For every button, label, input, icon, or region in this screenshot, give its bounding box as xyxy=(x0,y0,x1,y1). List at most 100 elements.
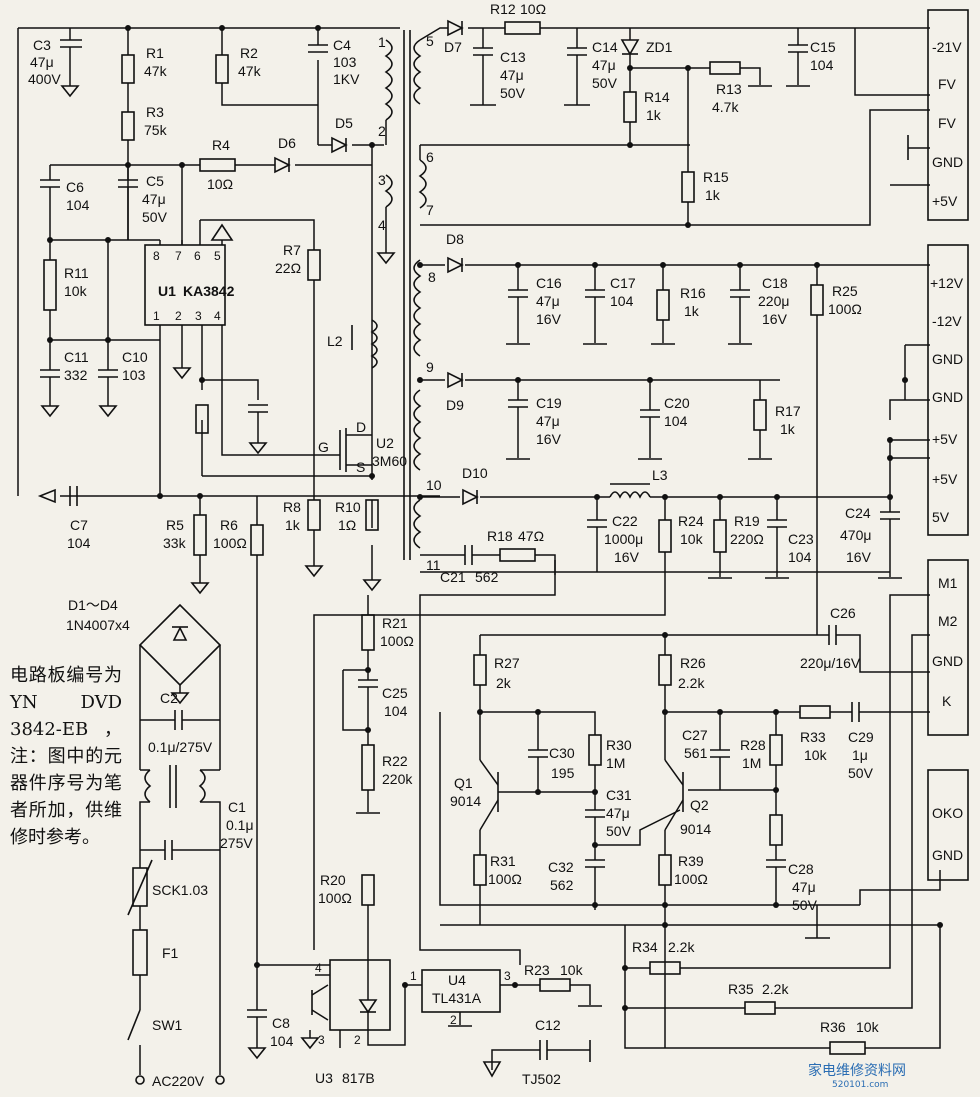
r19-ref: R19 xyxy=(734,513,760,529)
r26-val: 2.2k xyxy=(678,675,705,691)
bridge-ref: D1～D4 xyxy=(68,597,118,613)
c29-val2: 50V xyxy=(848,765,874,781)
c8-val: 104 xyxy=(270,1033,294,1049)
c31-val2: 50V xyxy=(606,823,632,839)
u1-part: KA3842 xyxy=(183,283,235,299)
u1-pin5: 5 xyxy=(214,249,221,263)
r20-val: 100Ω xyxy=(318,890,352,906)
c27-val: 561 xyxy=(684,745,708,761)
conn-mid-6: 5V xyxy=(932,509,950,525)
r35-ref: R35 xyxy=(728,981,754,997)
c2-val: 0.1μ/275V xyxy=(148,739,213,755)
q1-ref: Q1 xyxy=(454,775,473,791)
r25-ref: R25 xyxy=(832,283,858,299)
c29-ref: C29 xyxy=(848,729,874,745)
t-pin4: 4 xyxy=(378,217,386,233)
conn-bottom-0: OKO xyxy=(932,805,963,821)
r25-val: 100Ω xyxy=(828,301,862,317)
conn-top-0: -21V xyxy=(932,39,962,55)
c8-ref: C8 xyxy=(272,1015,290,1031)
c4-val1: 103 xyxy=(333,54,357,70)
c29-val1: 1μ xyxy=(852,747,868,763)
c2-ref: C2 xyxy=(160,690,178,706)
conn-right-0: M1 xyxy=(938,575,958,591)
c4-val2: 1KV xyxy=(333,71,360,87)
conn-right-3: K xyxy=(942,693,952,709)
r22-ref: R22 xyxy=(382,753,408,769)
c16-val1: 47μ xyxy=(536,293,560,309)
conn-top-3: GND xyxy=(932,154,963,170)
conn-mid-3: GND xyxy=(932,389,963,405)
c7-ref: C7 xyxy=(70,517,88,533)
d7-label: D7 xyxy=(444,39,462,55)
u1-ref: U1 xyxy=(158,283,176,299)
r15-ref: R15 xyxy=(703,169,729,185)
r11-ref: R11 xyxy=(64,265,89,281)
c10-val: 103 xyxy=(122,367,146,383)
c32-ref: C32 xyxy=(548,859,574,875)
c11-val: 332 xyxy=(64,367,88,383)
u2-g: G xyxy=(318,439,329,455)
r14-ref: R14 xyxy=(644,89,670,105)
c21-ref: C21 xyxy=(440,569,466,585)
conn-mid-1: -12V xyxy=(932,313,962,329)
c26-ref: C26 xyxy=(830,605,856,621)
c20-ref: C20 xyxy=(664,395,690,411)
r3-ref: R3 xyxy=(146,104,164,120)
r1-val: 47k xyxy=(144,63,168,79)
conn-right-1: M2 xyxy=(938,613,958,629)
c14-val2: 50V xyxy=(592,75,618,91)
c19-ref: C19 xyxy=(536,395,562,411)
r31-val: 100Ω xyxy=(488,871,522,887)
c30-val: 195 xyxy=(551,765,575,781)
c23-ref: C23 xyxy=(788,531,814,547)
c1-val2: 275V xyxy=(220,835,253,851)
u3-part: 817B xyxy=(342,1070,375,1086)
r8-ref: R8 xyxy=(283,499,301,515)
r27-val: 2k xyxy=(496,675,512,691)
c22-val2: 16V xyxy=(614,549,640,565)
u3-pin4: 4 xyxy=(315,961,322,975)
d6-label: D6 xyxy=(278,135,296,151)
c10-ref: C10 xyxy=(122,349,148,365)
conn-right-2: GND xyxy=(932,653,963,669)
conn-top-1: FV xyxy=(938,76,957,92)
r14-val: 1k xyxy=(646,107,662,123)
c21-val: 562 xyxy=(475,569,499,585)
r7-ref: R7 xyxy=(283,242,301,258)
u4-pin2: 2 xyxy=(450,1013,457,1027)
u1-pin8: 8 xyxy=(153,249,160,263)
r8-val: 1k xyxy=(285,517,301,533)
r12-val: 10Ω xyxy=(520,1,546,17)
r5-val: 33k xyxy=(163,535,187,551)
r36-val: 10k xyxy=(856,1019,880,1035)
t-pin11: 11 xyxy=(426,557,441,573)
conn-mid-0: +12V xyxy=(930,275,964,291)
u1-pin4: 4 xyxy=(214,309,221,323)
c14-val1: 47μ xyxy=(592,57,616,73)
labels: C3 47μ 400V R1 47k R3 75k R2 47k C4 103 … xyxy=(28,1,964,1089)
u4-part: TL431A xyxy=(432,990,482,1006)
r34-ref: R34 xyxy=(632,939,658,955)
c18-ref: C18 xyxy=(762,275,788,291)
c16-ref: C16 xyxy=(536,275,562,291)
c18-val2: 16V xyxy=(762,311,788,327)
r34-val: 2.2k xyxy=(668,939,695,955)
c5-ref: C5 xyxy=(146,173,164,189)
r28-val: 1M xyxy=(742,755,761,771)
r11-val: 10k xyxy=(64,283,88,299)
c17-val: 104 xyxy=(610,293,634,309)
c18-val1: 220μ xyxy=(758,293,789,309)
t-pin2: 2 xyxy=(378,123,386,139)
u4-pin3: 3 xyxy=(504,969,511,983)
u1-pin1: 1 xyxy=(153,309,160,323)
d9-label: D9 xyxy=(446,397,464,413)
r23-val: 10k xyxy=(560,962,584,978)
u3-pin1: 1 xyxy=(410,969,417,983)
t-pin10: 10 xyxy=(426,477,442,493)
mosfet-u2 xyxy=(330,428,372,472)
r20-ref: R20 xyxy=(320,872,346,888)
zd1-label: ZD1 xyxy=(646,39,673,55)
c1-ref: C1 xyxy=(228,799,246,815)
junction-dots xyxy=(47,25,943,1011)
